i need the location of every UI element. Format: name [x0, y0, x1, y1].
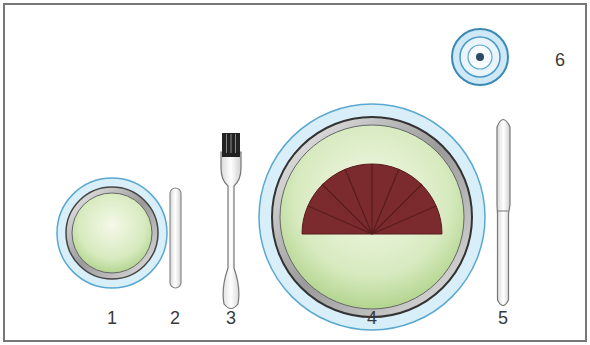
butter-knife [170, 188, 181, 288]
napkin [302, 164, 442, 234]
callout-number: 3 [226, 309, 236, 327]
glass [452, 29, 508, 85]
callout-number: 4 [367, 309, 377, 327]
fork [221, 133, 241, 309]
frame [4, 4, 586, 341]
callout-number: 6 [555, 51, 565, 69]
knife [497, 120, 510, 306]
bread-plate [57, 178, 167, 288]
callout-number: 2 [170, 309, 180, 327]
callout-number: 1 [107, 309, 117, 327]
dinner-plate [259, 104, 485, 330]
callout-number: 5 [498, 309, 508, 327]
